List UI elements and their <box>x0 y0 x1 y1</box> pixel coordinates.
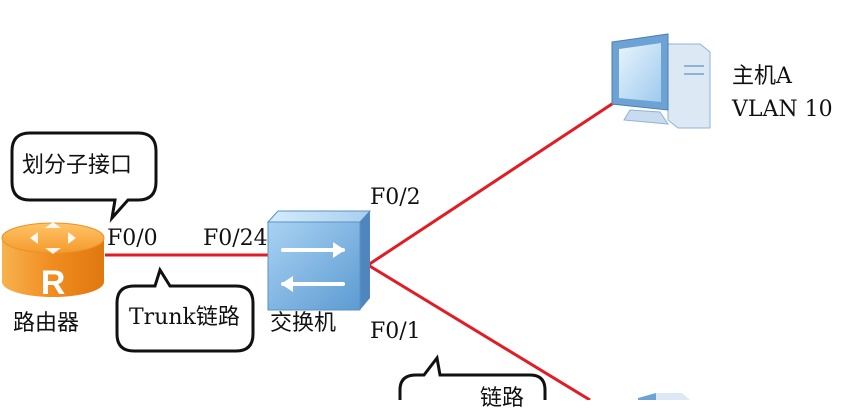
switch-port-b-label: F0/1 <box>370 319 421 344</box>
host-a-vlan: VLAN 10 <box>732 97 833 122</box>
switch-uplink-port-label: F0/24 <box>203 226 268 251</box>
callout-subinterface-text: 划分子接口 <box>22 153 133 178</box>
router-port-label: F0/0 <box>107 226 158 251</box>
callout-lower-text: 链路 <box>480 386 525 411</box>
router-label: 路由器 <box>13 311 80 336</box>
host-a-name: 主机A <box>732 64 792 89</box>
callout-lower-bubble <box>398 354 547 400</box>
switch-label: 交换机 <box>270 311 337 336</box>
callout-trunk-bubble <box>115 266 255 353</box>
callout-trunk-text: Trunk链路 <box>129 305 240 330</box>
link-to-host-a <box>367 98 619 267</box>
link-to-host-b <box>367 263 591 400</box>
network-diagram-canvas: R <box>1 33 711 400</box>
host-a-pc-icon[interactable] <box>611 33 711 129</box>
switch-port-a-label: F0/2 <box>370 185 421 210</box>
router-icon[interactable]: R <box>1 222 105 302</box>
switch-icon[interactable] <box>266 210 372 311</box>
host-b-pc-icon[interactable] <box>638 393 690 400</box>
svg-text:R: R <box>41 264 66 302</box>
callout-subinterface-bubble <box>10 131 158 223</box>
